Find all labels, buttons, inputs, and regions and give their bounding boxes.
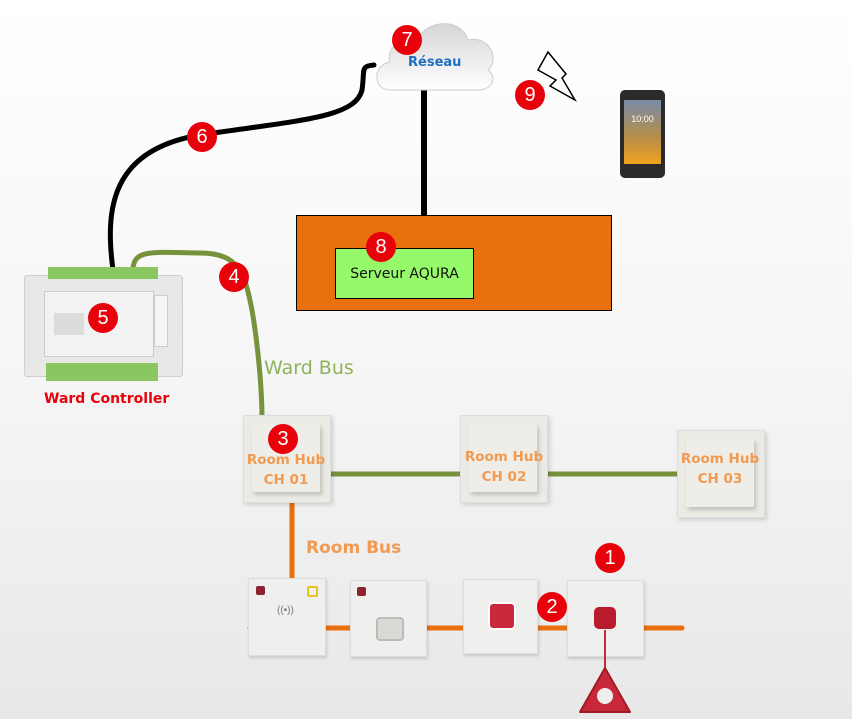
status-led-icon bbox=[307, 586, 318, 597]
badge-3: 3 bbox=[268, 424, 298, 454]
alert-icon bbox=[256, 586, 265, 595]
smartphone-screen: 10:00 bbox=[624, 100, 661, 164]
badge-5: 5 bbox=[88, 303, 118, 333]
call-button-device bbox=[463, 579, 538, 654]
badge-4: 4 bbox=[219, 262, 249, 292]
nfc-icon: ((•)) bbox=[277, 605, 294, 616]
badge-9: 9 bbox=[515, 80, 545, 110]
call-button-icon[interactable] bbox=[488, 602, 516, 630]
socket-icon bbox=[376, 617, 404, 641]
rfid-reader-device: ((•)) bbox=[248, 578, 326, 656]
socket-module-device bbox=[350, 580, 427, 657]
badge-7: 7 bbox=[392, 25, 422, 55]
ward-bus-label: Ward Bus bbox=[264, 357, 354, 379]
smartphone-time: 10:00 bbox=[631, 114, 654, 124]
room-hub-ch03 bbox=[677, 430, 765, 518]
badge-2: 2 bbox=[537, 592, 567, 622]
pull-cord-button-icon[interactable] bbox=[594, 607, 616, 629]
badge-1: 1 bbox=[595, 543, 625, 573]
badge-8: 8 bbox=[366, 232, 396, 262]
badge-6: 6 bbox=[187, 122, 217, 152]
server-box: Serveur AQURA bbox=[335, 248, 474, 299]
server-label: Serveur AQURA bbox=[350, 265, 459, 282]
ward-controller-label: Ward Controller bbox=[44, 391, 170, 407]
pull-cord-triangle-icon[interactable] bbox=[575, 630, 635, 720]
lightning-icon bbox=[536, 50, 578, 103]
alert-icon bbox=[357, 587, 366, 596]
smartphone-icon: 10:00 bbox=[620, 90, 665, 178]
cloud-icon bbox=[376, 23, 494, 91]
cloud-label: Réseau bbox=[408, 55, 462, 70]
ethernet-cable bbox=[107, 62, 377, 273]
room-hub-ch02 bbox=[460, 415, 548, 503]
room-bus-label: Room Bus bbox=[306, 538, 402, 558]
